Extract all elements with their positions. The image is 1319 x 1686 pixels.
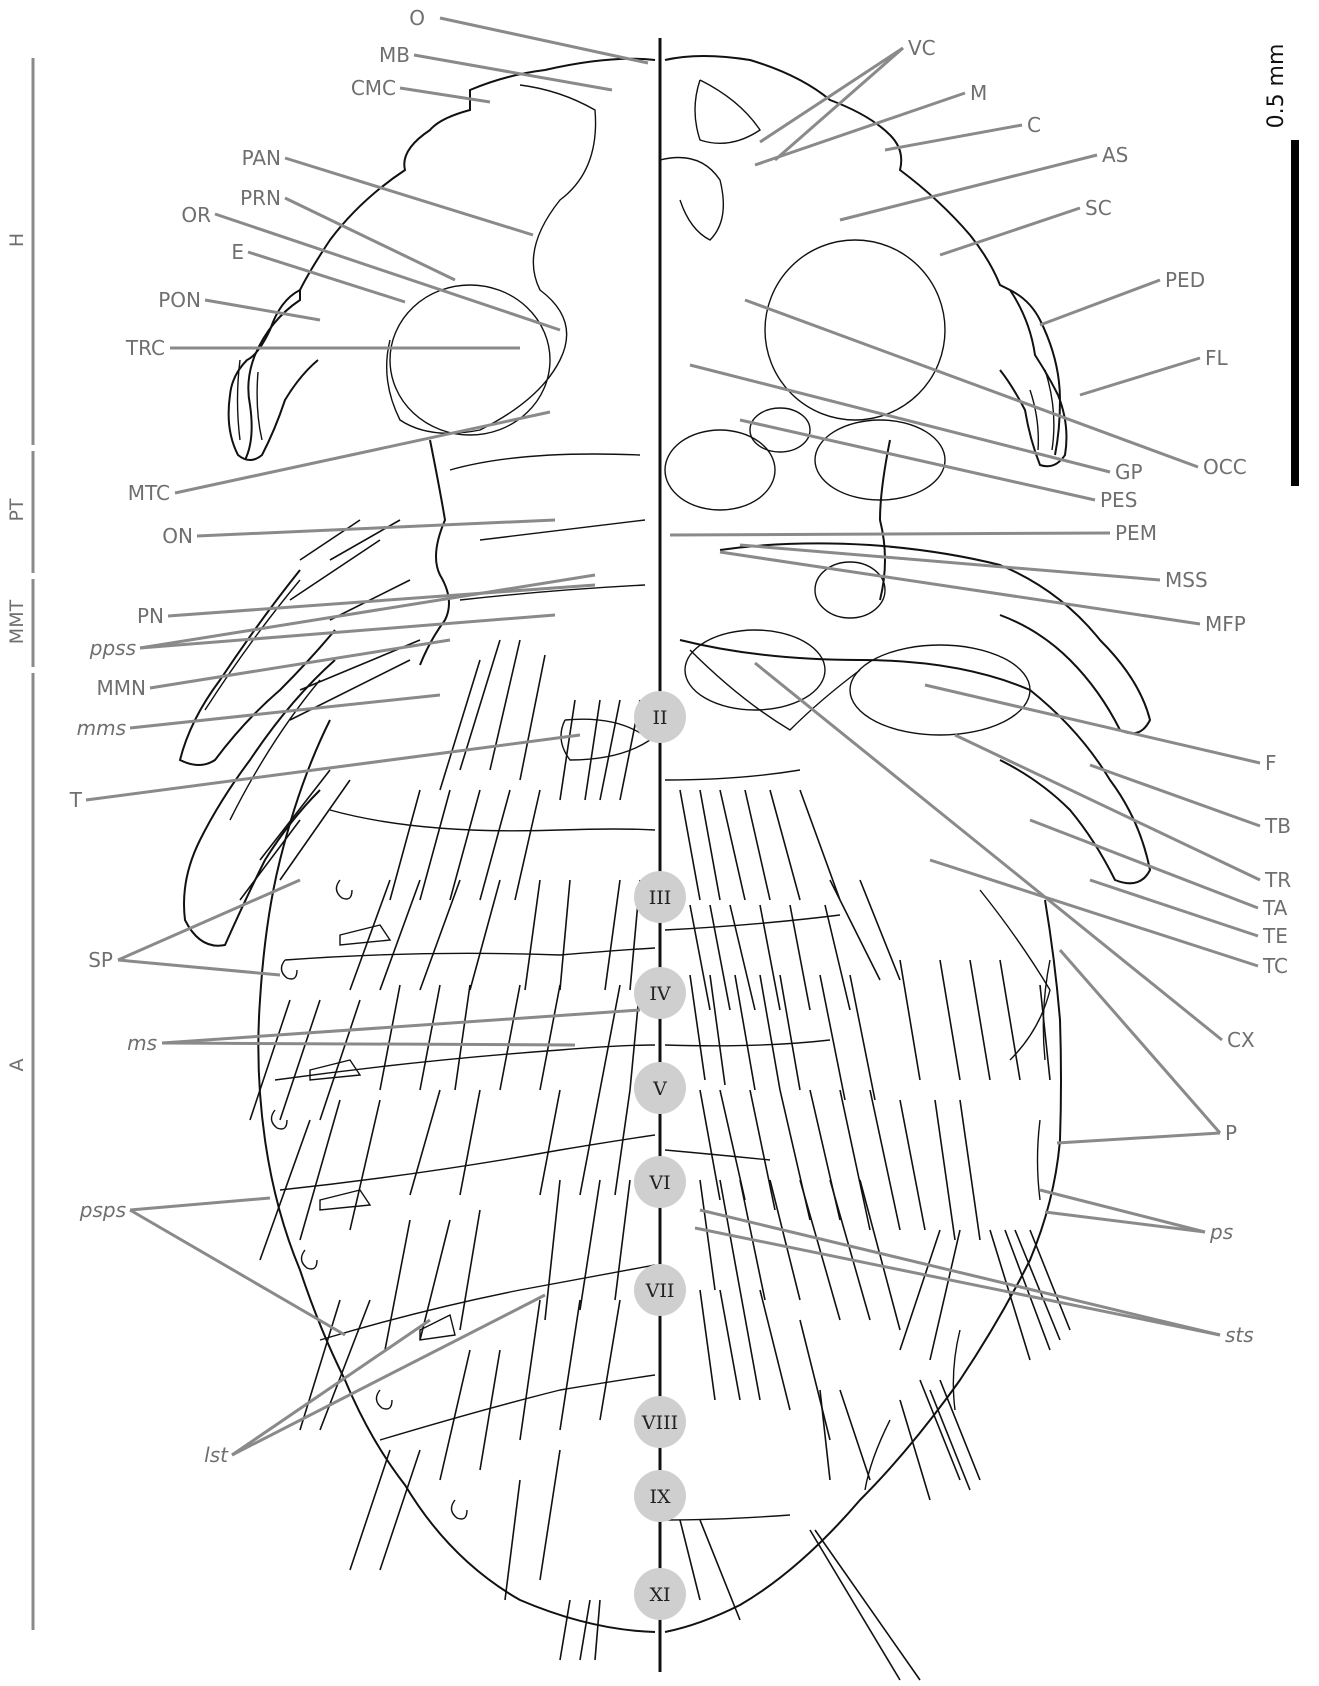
label-SC: SC <box>1085 196 1112 220</box>
setae-left <box>240 520 640 1660</box>
label-PES: PES <box>1100 488 1137 512</box>
label-TC: TC <box>1262 954 1288 978</box>
label-MMN: MMN <box>97 676 146 700</box>
label-T: T <box>69 788 83 812</box>
segment-XI: XI <box>649 1584 670 1606</box>
label-OCC: OCC <box>1203 455 1247 479</box>
label-lst: lst <box>204 1443 229 1467</box>
region-label-A: A <box>6 1059 28 1072</box>
labels-right: VC M C AS SC PED FL GP OCC PES PEM MSS M… <box>908 36 1291 1347</box>
label-PON: PON <box>158 288 201 312</box>
label-FL: FL <box>1205 346 1229 370</box>
label-O: O <box>409 6 425 30</box>
label-MSS: MSS <box>1165 568 1208 592</box>
label-ps: ps <box>1209 1220 1233 1244</box>
segment-IX: IX <box>649 1486 671 1508</box>
label-C: C <box>1027 113 1041 137</box>
label-ms: ms <box>127 1031 157 1055</box>
segment-VII: VII <box>645 1280 675 1302</box>
label-MFP: MFP <box>1205 612 1246 636</box>
region-label-MMT: MMT <box>6 599 28 644</box>
label-F: F <box>1265 751 1277 775</box>
region-brackets: H PT MMT A <box>6 58 33 1630</box>
label-ON: ON <box>162 524 193 548</box>
label-OR: OR <box>181 203 211 227</box>
segment-IV: IV <box>649 983 671 1005</box>
label-VC: VC <box>908 36 936 60</box>
label-TA: TA <box>1262 896 1288 920</box>
region-label-PT: PT <box>6 498 28 521</box>
label-ppss: ppss <box>89 636 136 660</box>
label-MTC: MTC <box>128 481 170 505</box>
setae-right <box>680 790 1070 1680</box>
label-P: P <box>1225 1121 1237 1145</box>
label-CMC: CMC <box>351 76 396 100</box>
label-CX: CX <box>1227 1028 1255 1052</box>
label-TB: TB <box>1264 814 1291 838</box>
label-TR: TR <box>1264 868 1291 892</box>
label-PEM: PEM <box>1115 521 1157 545</box>
region-label-H: H <box>6 233 28 247</box>
label-E: E <box>231 240 244 264</box>
label-psps: psps <box>79 1198 126 1222</box>
scale-bar-label: 0.5 mm <box>1264 44 1289 129</box>
label-PAN: PAN <box>242 146 281 170</box>
label-M: M <box>970 81 987 105</box>
segment-VIII: VIII <box>641 1412 678 1434</box>
label-AS: AS <box>1102 143 1128 167</box>
label-TRC: TRC <box>125 336 165 360</box>
label-PRN: PRN <box>240 186 281 210</box>
label-sts: sts <box>1225 1323 1254 1347</box>
label-mms: mms <box>77 716 126 740</box>
label-SP: SP <box>88 948 113 972</box>
segment-II: II <box>652 707 667 729</box>
label-TE: TE <box>1262 924 1288 948</box>
segment-V: V <box>652 1078 667 1100</box>
segment-VI: VI <box>648 1172 670 1194</box>
label-GP: GP <box>1115 460 1143 484</box>
segment-III: III <box>649 887 672 909</box>
label-PN: PN <box>137 604 164 628</box>
label-PED: PED <box>1165 268 1205 292</box>
label-MB: MB <box>379 43 410 67</box>
scale-bar: 0.5 mm <box>1264 44 1295 486</box>
